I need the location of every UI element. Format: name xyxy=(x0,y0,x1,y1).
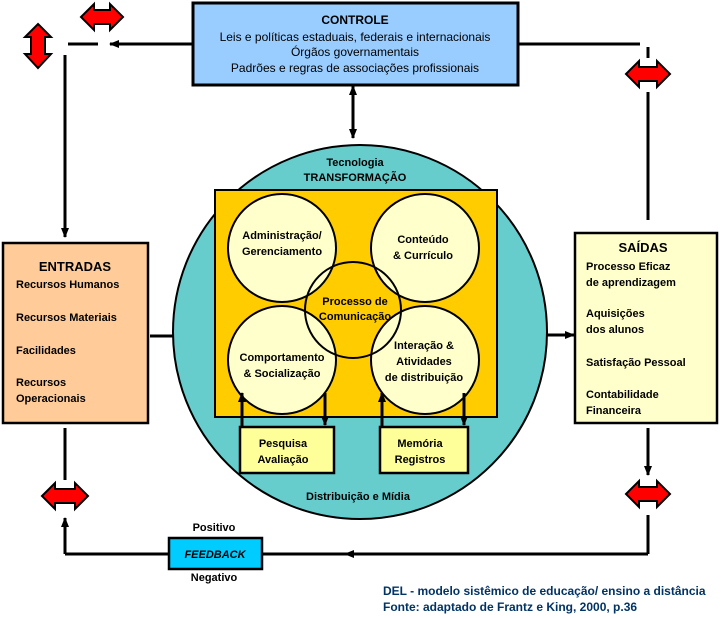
entradas-item: Facilidades xyxy=(16,345,76,357)
saidas-box: SAÍDAS Processo Eficaz de aprendizagem A… xyxy=(573,231,719,425)
controle-line: Leis e políticas estaduais, federais e i… xyxy=(220,30,491,44)
entradas-item: Recursos Materiais xyxy=(16,312,117,324)
entradas-item: Operacionais xyxy=(16,393,86,405)
pesquisa-box xyxy=(238,425,336,475)
pesquisa-label: Pesquisa xyxy=(259,438,308,450)
controle-line: Padrões e regras de associações profissi… xyxy=(231,61,479,75)
circle-conteudo xyxy=(370,193,480,303)
feedback-box xyxy=(167,536,264,571)
entradas-title: ENTRADAS xyxy=(39,259,112,274)
feedback-label: FEEDBACK xyxy=(184,549,246,561)
transformacao-title: TRANSFORMAÇÃO xyxy=(304,171,407,184)
memoria-label: Memória xyxy=(397,438,443,450)
double-arrow-horizontal-icon xyxy=(624,58,672,90)
circle-administracao xyxy=(227,193,337,303)
saidas-title: SAÍDAS xyxy=(618,240,667,255)
comportamento-label: Comportamento xyxy=(240,352,325,364)
conteudo-label: & Currículo xyxy=(393,250,453,262)
interacao-label: de distribuição xyxy=(385,372,464,384)
caption-source: Fonte: adaptado de Frantz e King, 2000, … xyxy=(383,600,637,614)
interacao-label: Interação & xyxy=(394,340,454,352)
processo-label: Processo de xyxy=(322,296,387,308)
caption-title: DEL - modelo sistêmico de educação/ ensi… xyxy=(383,584,706,598)
saidas-item: Financeira xyxy=(586,405,642,417)
memoria-box xyxy=(378,425,470,475)
processo-label: Comunicação xyxy=(319,311,391,323)
interacao-label: Atividades xyxy=(396,356,452,368)
entradas-item: Recursos xyxy=(16,377,66,389)
double-arrow-horizontal-icon xyxy=(40,480,90,512)
circle-comportamento xyxy=(227,305,337,415)
controle-line: Órgãos governamentais xyxy=(291,44,419,59)
saidas-item: de aprendizagem xyxy=(586,277,676,289)
feedback-positive-label: Positivo xyxy=(193,522,236,534)
circle-interacao xyxy=(370,305,480,415)
connectors xyxy=(61,40,652,558)
controle-title: CONTROLE xyxy=(321,13,388,27)
comportamento-label: & Socialização xyxy=(243,368,320,380)
double-arrow-horizontal-icon xyxy=(79,1,125,33)
double-arrow-vertical-icon xyxy=(22,22,54,70)
entradas-item: Recursos Humanos xyxy=(16,279,119,291)
registros-label: Registros xyxy=(395,454,446,466)
admin-label: Gerenciamento xyxy=(242,246,322,258)
double-arrow-horizontal-icon xyxy=(624,478,672,510)
controle-box: CONTROLE Leis e políticas estaduais, fed… xyxy=(191,1,520,87)
saidas-item: Contabilidade xyxy=(586,389,659,401)
saidas-item: Aquisições xyxy=(586,308,645,320)
admin-label: Administração/ xyxy=(242,230,321,242)
entradas-box: ENTRADAS Recursos Humanos Recursos Mater… xyxy=(1,241,150,425)
conteudo-label: Conteúdo xyxy=(397,234,449,246)
tecnologia-label: Tecnologia xyxy=(326,157,384,169)
distribuicao-label: Distribuição e Mídia xyxy=(306,491,411,503)
circle-processo-comunicacao xyxy=(304,261,402,359)
saidas-item: Satisfação Pessoal xyxy=(586,357,686,369)
saidas-item: Processo Eficaz xyxy=(586,261,671,273)
feedback-negative-label: Negativo xyxy=(191,572,238,584)
saidas-item: dos alunos xyxy=(586,324,644,336)
avaliacao-label: Avaliação xyxy=(258,454,309,466)
